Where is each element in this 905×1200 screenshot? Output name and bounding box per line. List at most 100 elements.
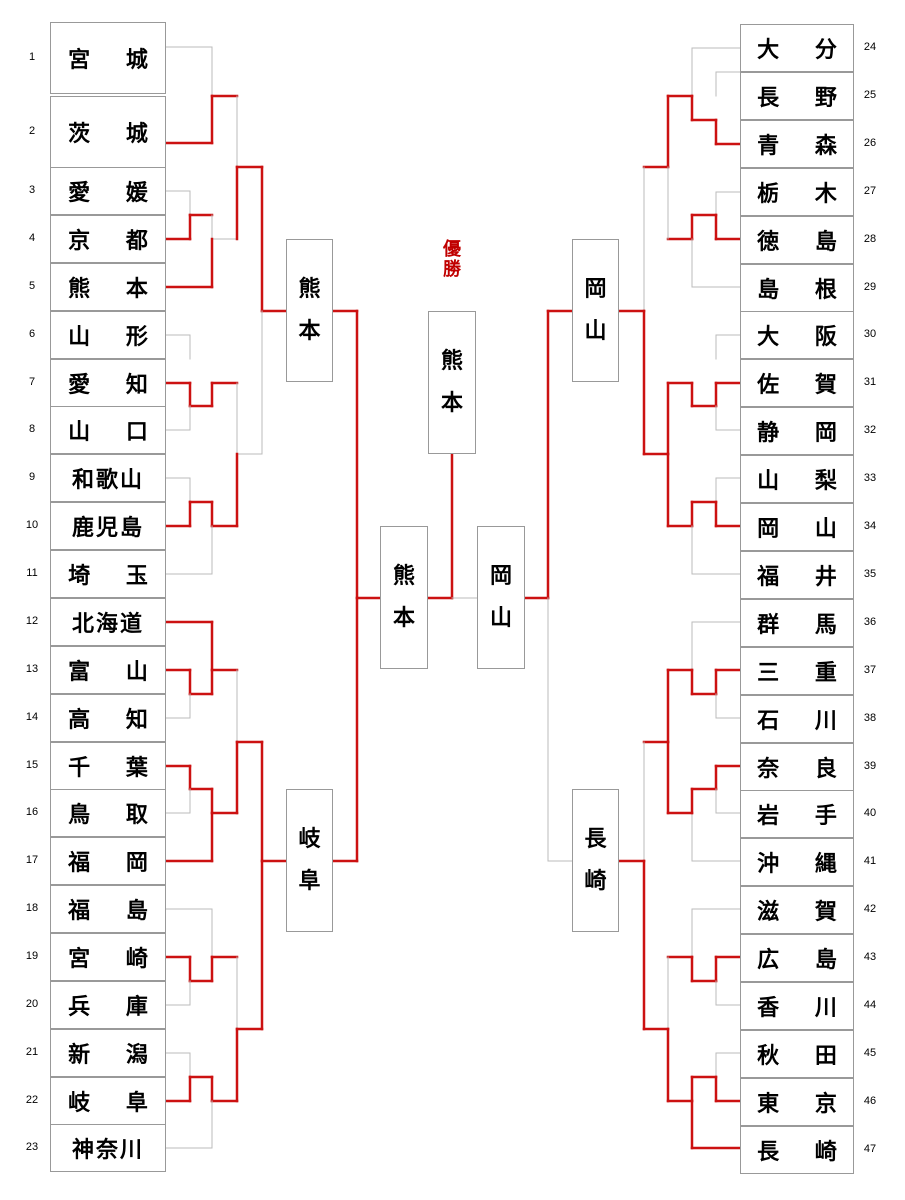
semifinal-left-bottom-box: 岐 阜 (286, 789, 333, 932)
team-entry: 沖 縄 (740, 838, 854, 887)
seed-number: 13 (25, 663, 39, 675)
semifinal-left-top-char1: 熊 (298, 276, 321, 302)
semifinal-left-bottom-char1: 岐 (298, 826, 321, 852)
team-entry: 山 梨 (740, 455, 854, 504)
team-entry: 神奈川 (50, 1124, 166, 1172)
team-entry: 鳥 取 (50, 789, 166, 837)
seed-number: 20 (25, 998, 39, 1010)
final-left-box: 熊 本 (380, 526, 428, 669)
seed-number: 39 (863, 759, 877, 772)
team-entry: 大 阪 (740, 311, 854, 360)
seed-number: 21 (25, 1046, 39, 1058)
semifinal-right-top-char1: 岡 (584, 276, 607, 302)
team-entry: 和歌山 (50, 454, 166, 502)
team-entry: 徳 島 (740, 215, 854, 264)
seed-number: 40 (863, 807, 877, 820)
team-entry: 長 崎 (740, 1125, 854, 1174)
seed-number: 34 (863, 520, 877, 532)
semifinal-right-bottom-char2: 崎 (584, 868, 607, 894)
champion-label-char1: 優 (443, 239, 461, 260)
seed-number: 29 (863, 280, 877, 293)
team-entry: 岩 手 (740, 790, 854, 839)
seed-number: 12 (25, 615, 39, 627)
team-entry: 福 島 (50, 885, 166, 933)
seed-number: 7 (28, 376, 36, 388)
team-entry: 長 野 (740, 71, 854, 120)
seed-number: 46 (863, 1094, 877, 1107)
seed-number: 43 (863, 951, 877, 964)
seed-number: 10 (25, 519, 39, 531)
team-entry: 石 川 (740, 694, 854, 743)
team-entry: 岡 山 (740, 503, 854, 551)
seed-number: 11 (26, 567, 38, 579)
champion-char1: 熊 (440, 348, 463, 374)
seed-number: 35 (863, 567, 877, 580)
seed-number: 17 (25, 854, 39, 866)
semifinal-right-top-char2: 山 (584, 318, 607, 344)
team-entry: 岐 阜 (50, 1077, 166, 1125)
team-entry: 静 岡 (740, 407, 854, 456)
team-entry: 群 馬 (740, 598, 854, 647)
seed-number: 37 (863, 663, 877, 676)
team-entry: 兵 庫 (50, 981, 166, 1029)
seed-number: 41 (863, 855, 877, 868)
team-entry: 愛 媛 (50, 167, 166, 215)
final-left-char1: 熊 (392, 563, 415, 589)
team-entry: 山 口 (50, 406, 166, 454)
semifinal-left-bottom-char2: 阜 (298, 868, 321, 894)
seed-number: 45 (863, 1046, 877, 1059)
final-left-char2: 本 (392, 605, 415, 631)
team-entry: 青 森 (740, 119, 854, 168)
team-entry: 埼 玉 (50, 550, 166, 598)
team-entry: 高 知 (50, 694, 166, 742)
seed-number: 5 (28, 280, 36, 292)
team-entry: 奈 良 (740, 742, 854, 791)
team-entry: 愛 知 (50, 359, 166, 407)
team-entry: 福 岡 (50, 837, 166, 885)
seed-number: 24 (863, 41, 877, 53)
seed-number: 47 (863, 1142, 877, 1155)
team-entry: 栃 木 (740, 167, 854, 216)
seed-number: 9 (28, 471, 36, 483)
seed-number: 23 (25, 1141, 39, 1153)
team-entry: 千 葉 (50, 742, 166, 790)
seed-number: 18 (25, 902, 39, 914)
final-right-char2: 山 (489, 605, 512, 631)
seed-number: 28 (863, 232, 877, 245)
seed-number: 42 (863, 903, 877, 916)
team-entry: 宮 崎 (50, 933, 166, 981)
semifinal-right-top-box: 岡 山 (572, 239, 619, 382)
seed-number: 30 (863, 328, 877, 341)
team-entry: 大 分 (740, 24, 854, 72)
team-entry: 京 都 (50, 215, 166, 263)
team-entry: 島 根 (740, 263, 854, 312)
seed-number: 22 (25, 1094, 39, 1106)
team-entry: 山 形 (50, 311, 166, 359)
seed-number: 25 (863, 88, 877, 101)
seed-number: 26 (863, 136, 877, 149)
team-entry: 富 山 (50, 646, 166, 694)
semifinal-right-bottom-box: 長 崎 (572, 789, 619, 932)
seed-number: 15 (25, 759, 39, 771)
semifinal-left-top-box: 熊 本 (286, 239, 333, 382)
semifinal-left-top-char2: 本 (298, 318, 321, 344)
semifinal-right-bottom-char1: 長 (584, 826, 607, 852)
team-entry: 秋 田 (740, 1029, 854, 1078)
seed-number: 3 (28, 184, 36, 196)
team-entry: 新 潟 (50, 1029, 166, 1077)
seed-number: 36 (863, 615, 877, 628)
seed-number: 27 (863, 184, 877, 197)
champion-label: 優 勝 (437, 240, 467, 280)
team-entry: 北海道 (50, 598, 166, 646)
seed-number: 1 (28, 51, 36, 63)
team-entry: 香 川 (740, 982, 854, 1030)
seed-number: 32 (863, 424, 877, 437)
team-entry: 熊 本 (50, 263, 166, 311)
team-entry: 三 重 (740, 646, 854, 695)
seed-number: 16 (25, 806, 39, 818)
team-entry: 滋 賀 (740, 886, 854, 935)
team-entry: 広 島 (740, 934, 854, 983)
champion-char2: 本 (440, 390, 463, 416)
seed-number: 2 (28, 125, 36, 137)
